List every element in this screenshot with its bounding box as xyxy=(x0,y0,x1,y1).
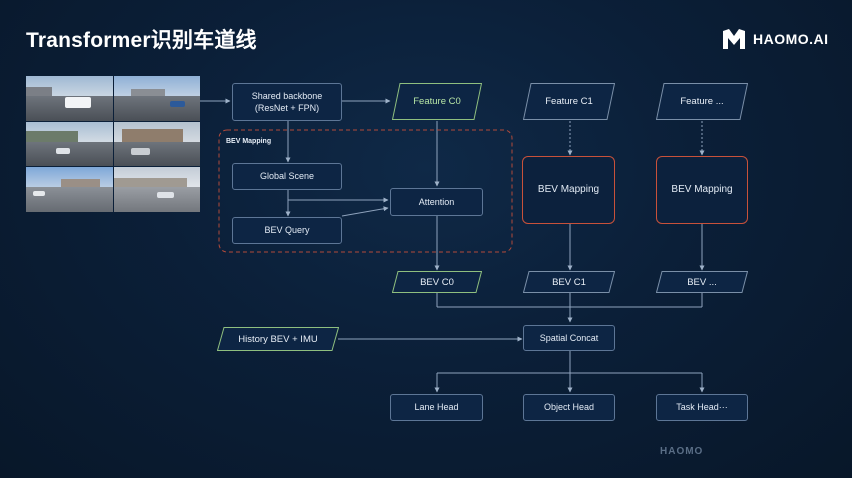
camera-image-mosaic xyxy=(26,76,200,212)
bev-cn-node: BEV ... xyxy=(656,271,748,293)
bev-mapping-c1-node: BEV Mapping xyxy=(522,156,615,224)
bev-c0-node: BEV C0 xyxy=(392,271,482,293)
bev-mapping-region-label: BEV Mapping xyxy=(226,138,272,145)
bev-mapping-cn-node: BEV Mapping xyxy=(656,156,748,224)
camera-view-front-right xyxy=(113,76,200,121)
logo: HAOMO.AI xyxy=(722,28,829,50)
feature-c1-node: Feature C1 xyxy=(523,83,615,120)
task-head-node: Task Head··· xyxy=(656,394,748,421)
camera-view-front-left xyxy=(26,76,113,121)
camera-view-side-right xyxy=(113,121,200,167)
shared-backbone-node: Shared backbone (ResNet + FPN) xyxy=(232,83,342,121)
camera-view-rear-left xyxy=(26,167,113,212)
global-scene-node: Global Scene xyxy=(232,163,342,190)
feature-cn-label: Feature ... xyxy=(680,96,724,107)
feature-c0-label: Feature C0 xyxy=(413,96,461,107)
bev-c0-label: BEV C0 xyxy=(420,276,454,288)
bev-cn-label: BEV ... xyxy=(687,276,717,288)
page-title: Transformer识别车道线 xyxy=(26,29,257,52)
bev-c1-label: BEV C1 xyxy=(552,276,586,288)
spatial-concat-node: Spatial Concat xyxy=(523,325,615,351)
backbone-label-line1: Shared backbone xyxy=(251,90,323,101)
bev-c1-node: BEV C1 xyxy=(523,271,615,293)
feature-cn-node: Feature ... xyxy=(656,83,748,120)
logo-text: HAOMO.AI xyxy=(753,31,829,47)
attention-node: Attention xyxy=(390,188,483,216)
history-label: History BEV + IMU xyxy=(238,333,318,345)
haomo-logo-icon xyxy=(723,29,745,49)
object-head-node: Object Head xyxy=(523,394,615,421)
feature-c1-label: Feature C1 xyxy=(545,96,593,107)
camera-view-rear-right xyxy=(113,167,200,212)
lane-head-node: Lane Head xyxy=(390,394,483,421)
watermark: HAOMO xyxy=(660,446,704,457)
bev-query-node: BEV Query xyxy=(232,217,342,244)
camera-view-side-left xyxy=(26,121,113,167)
history-bev-imu-node: History BEV + IMU xyxy=(217,327,339,351)
feature-c0-node: Feature C0 xyxy=(392,83,482,120)
backbone-label-line2: (ResNet + FPN) xyxy=(254,103,320,113)
